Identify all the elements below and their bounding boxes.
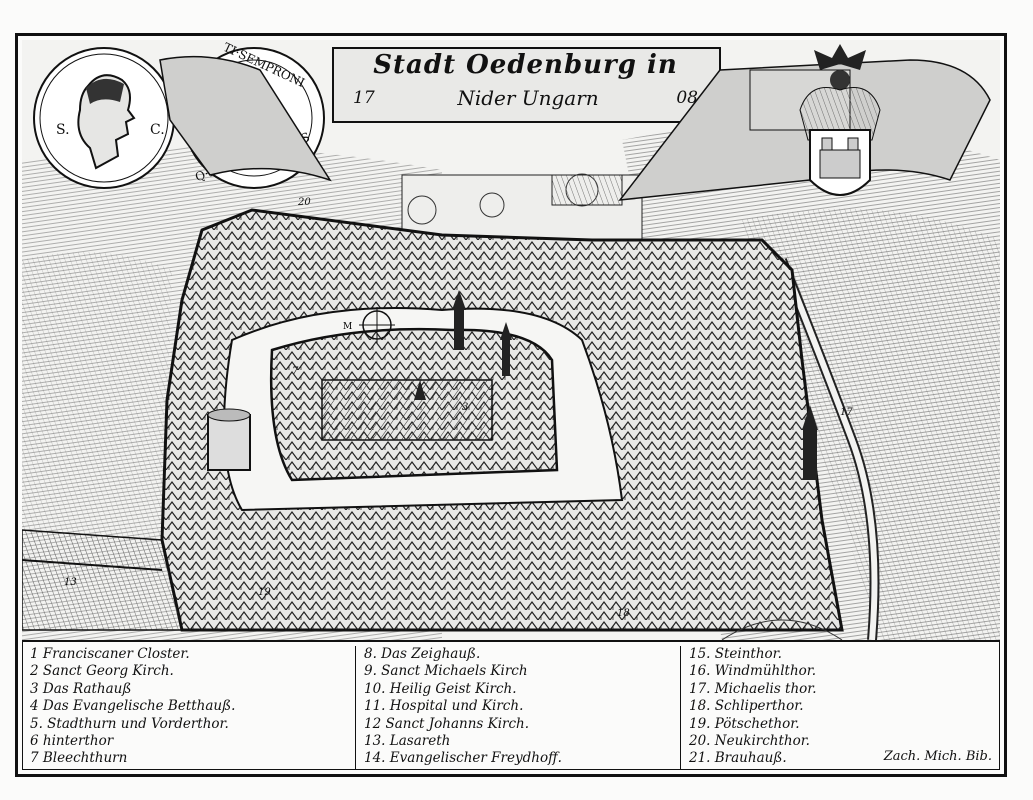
svg-text:3: 3 <box>462 402 468 413</box>
engraver-signature: Zach. Mich. Bib. <box>883 749 992 764</box>
title-year-right: 08 <box>676 88 698 108</box>
svg-text:18: 18 <box>617 608 630 619</box>
legend-item: 8. Das Zeighauß. <box>364 646 481 662</box>
svg-text:19: 19 <box>258 587 271 598</box>
legend-table: 1 Franciscaner Closter. 2 Sanct Georg Ki… <box>22 640 1000 770</box>
outer-frame <box>15 33 1007 777</box>
coin-left-c: C. <box>150 122 165 138</box>
svg-text:M: M <box>343 322 352 332</box>
legend-item: 2 Sanct Georg Kirch. <box>30 663 174 680</box>
church-towers <box>414 290 818 480</box>
legend-item: 6 hinterthor <box>30 733 114 750</box>
legend-item: 4 Das Evangelische Betthauß. <box>30 698 236 715</box>
legend-item: 3 Das Rathauß <box>30 680 132 697</box>
title-banner: Stadt Oedenburg in Nider Ungarn 17 08 <box>333 46 718 120</box>
city-map-engraving: 13 M 20 17 19 18 7 3 <box>22 40 1000 640</box>
legend-item: 11. Hospital und Kirch. <box>364 698 524 715</box>
legend-item: 9. Sanct Michaels Kirch <box>364 663 528 680</box>
legend-item: 5. Stadthurn und Vorderthor. <box>30 715 229 732</box>
legend-item: 1 Franciscaner Closter. <box>30 646 190 662</box>
legend-item: 20. Neukirchthor. <box>689 733 810 750</box>
legend-item: 12 Sanct Johanns Kirch. <box>364 715 530 732</box>
legend-item: 18. Schliperthor. <box>689 698 804 715</box>
svg-text:7: 7 <box>292 366 299 377</box>
legend-item: 19. Pötschethor. <box>689 715 800 732</box>
title-line-1: Stadt Oedenburg in <box>373 50 678 80</box>
compass-rose-icon: M <box>343 307 395 343</box>
legend-item: 7 Bleechthurn <box>30 750 128 767</box>
eagle-crest-icon <box>799 44 881 196</box>
legend-item: 13. Lasareth <box>364 733 451 750</box>
legend-item: 21. Brauhauß. <box>689 750 787 767</box>
legend-column-2: 8. Das Zeighauß. 9. Sanct Michaels Kirch… <box>355 646 673 770</box>
title-year-left: 17 <box>353 88 375 108</box>
svg-text:13: 13 <box>64 577 77 588</box>
svg-text:20: 20 <box>297 197 311 208</box>
legend-column-3: 15. Steinthor. 16. Windmühlthor. 17. Mic… <box>680 646 1000 770</box>
legend-item: 17. Michaelis thor. <box>689 680 817 697</box>
legend-item: 16. Windmühlthor. <box>689 663 817 680</box>
legend-column-1: 1 Franciscaner Closter. 2 Sanct Georg Ki… <box>30 646 350 770</box>
legend-item: 15. Steinthor. <box>689 646 782 662</box>
legend-item: 10. Heilig Geist Kirch. <box>364 680 517 697</box>
legend-item: 14. Evangelischer Freydhoff. <box>364 750 562 767</box>
title-line-2: Nider Ungarn <box>457 86 599 110</box>
svg-text:17: 17 <box>840 407 853 418</box>
coin-left-s: S. <box>56 122 70 138</box>
coin-portrait-icon <box>33 47 175 189</box>
